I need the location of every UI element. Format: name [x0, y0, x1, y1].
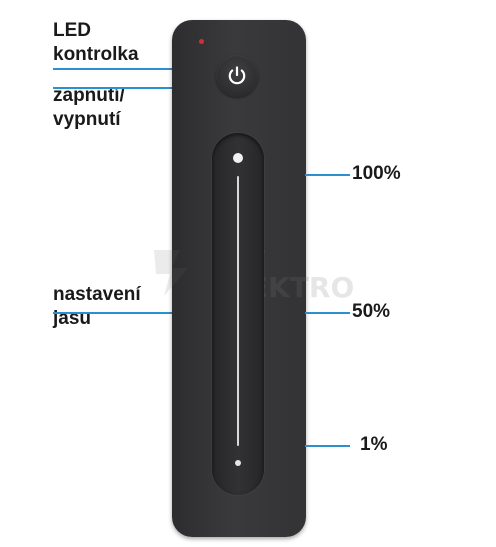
led-leader-line — [53, 68, 197, 70]
slider-max-dot — [233, 153, 243, 163]
brightness-label-line-2: jasu — [53, 308, 92, 329]
led-label-line-2: kontrolka — [53, 44, 139, 65]
level-100-label: 100% — [352, 163, 401, 184]
power-button[interactable] — [216, 55, 258, 97]
led-indicator — [199, 39, 204, 44]
power-label-line-1: zapnutí/ — [53, 85, 125, 106]
level-1-leader-line — [305, 445, 350, 447]
level-50-label: 50% — [352, 301, 391, 322]
power-label: zapnutí/ vypnutí — [53, 84, 125, 132]
led-label-line-1: LED — [53, 20, 91, 41]
level-50-leader-line — [305, 312, 350, 314]
power-icon — [228, 66, 246, 85]
power-label-line-2: vypnutí — [53, 109, 121, 130]
brightness-label: nastavení jasu — [53, 283, 141, 331]
brightness-leader-line — [53, 312, 223, 314]
slider-line — [237, 176, 239, 446]
level-100-leader-line — [305, 174, 350, 176]
led-indicator-label: LED kontrolka — [53, 19, 139, 67]
slider-min-dot — [235, 460, 241, 466]
power-leader-line — [53, 87, 213, 89]
level-1-label: 1% — [360, 434, 388, 455]
brightness-label-line-1: nastavení — [53, 284, 141, 305]
